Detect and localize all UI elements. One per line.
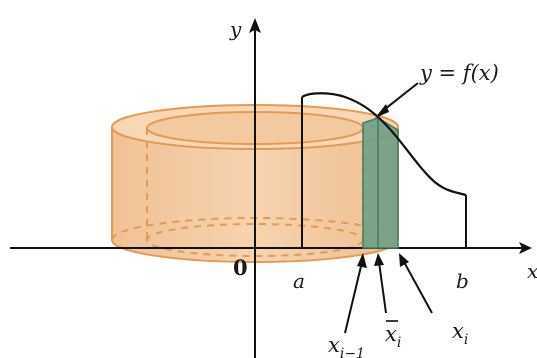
- strip-rectangle: [362, 117, 399, 249]
- xbar-arrowhead-icon: [374, 253, 384, 266]
- curve-label: y = f(x): [419, 61, 499, 85]
- x-i-label: xi: [452, 319, 468, 348]
- x-i-leader: [403, 261, 433, 314]
- x-i-base: x: [452, 319, 464, 343]
- x-im1-label: xi−1: [328, 333, 365, 358]
- x-axis-label: x: [527, 259, 537, 283]
- y-axis-arrow-icon: [249, 18, 261, 33]
- x-im1-base: x: [328, 333, 340, 357]
- x-im1-leader: [344, 261, 363, 334]
- origin-label: 0: [233, 255, 248, 280]
- xbar-leader: [378, 261, 387, 314]
- b-label: b: [456, 269, 469, 293]
- x-im1-subscript: i−1: [340, 346, 365, 358]
- xbar-label: xi: [385, 322, 401, 351]
- x-im1-arrowhead-icon: [357, 253, 367, 268]
- x-axis-arrow-icon: [519, 242, 532, 254]
- x-i-subscript: i: [464, 332, 468, 348]
- xbar-subscript: i: [397, 335, 401, 351]
- curve-f: [301, 92, 467, 197]
- xbar-base: x: [385, 322, 397, 346]
- x-i-arrowhead-icon: [399, 253, 409, 267]
- a-label: a: [293, 269, 305, 293]
- curve-leader-arrowhead-icon: [375, 104, 389, 118]
- y-axis-label: y: [229, 17, 242, 41]
